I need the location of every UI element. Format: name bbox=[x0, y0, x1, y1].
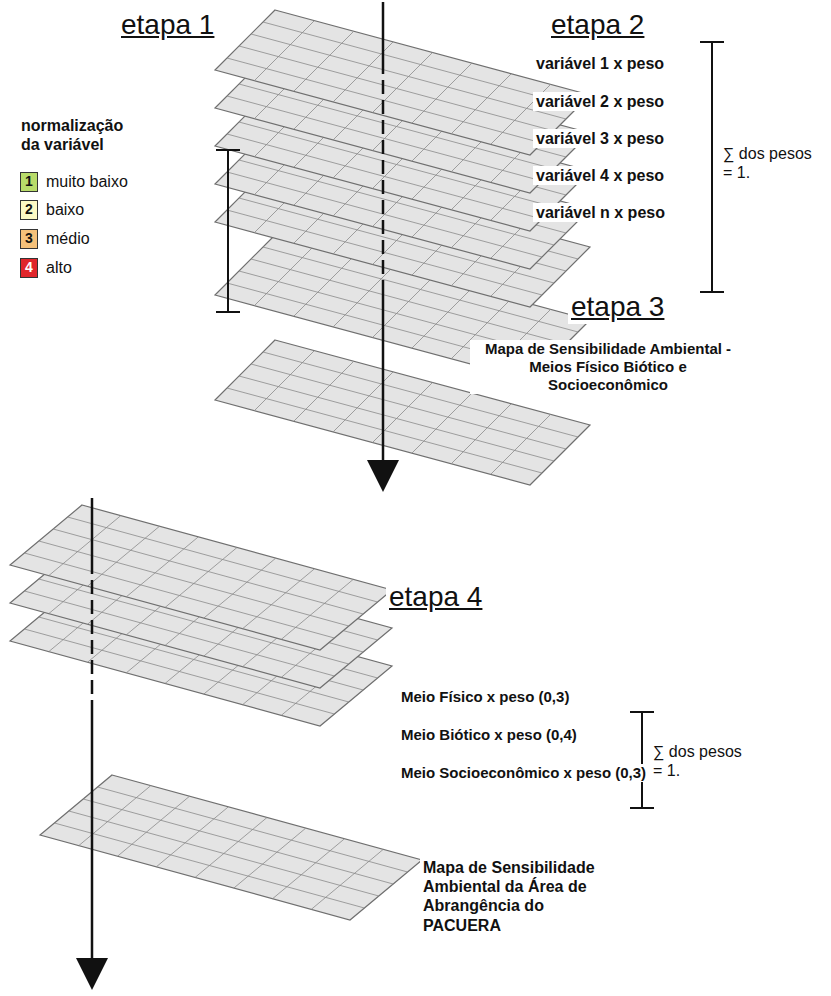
bracket bbox=[216, 150, 228, 312]
grid-line bbox=[24, 553, 334, 638]
step-label: Meio Biótico x peso (0,4) bbox=[398, 726, 580, 744]
grid-line bbox=[251, 34, 566, 119]
grid-layer bbox=[10, 505, 392, 650]
grid-line bbox=[311, 849, 383, 909]
grid-line bbox=[98, 787, 408, 872]
grid-line bbox=[491, 414, 551, 474]
level-number: 1 bbox=[20, 173, 38, 190]
grid-line bbox=[373, 53, 433, 113]
grid-line bbox=[412, 393, 472, 453]
step-label: variável 4 x peso bbox=[533, 166, 667, 185]
step-label: Meio Socioeconômico x peso (0,3) bbox=[398, 764, 649, 782]
grid-line bbox=[373, 278, 433, 338]
grid-line bbox=[239, 46, 554, 131]
grid-line bbox=[54, 823, 364, 908]
legend-text: médio bbox=[44, 230, 92, 248]
arrow-head bbox=[367, 460, 399, 492]
grid-line bbox=[294, 256, 354, 316]
arrow-shaft bbox=[91, 498, 94, 560]
grid-line bbox=[126, 537, 198, 597]
grid-line bbox=[79, 786, 151, 846]
grid-line bbox=[195, 818, 267, 878]
arrow-dashed bbox=[91, 560, 94, 700]
grid-plane bbox=[40, 775, 422, 920]
bracket bbox=[630, 712, 642, 808]
grid-line bbox=[69, 811, 379, 896]
grid-line bbox=[204, 558, 276, 618]
grid-line bbox=[254, 246, 314, 306]
arrow-shaft bbox=[91, 700, 94, 962]
legend-text: muito baixo bbox=[44, 173, 130, 191]
grid-line bbox=[53, 529, 363, 614]
grid-line bbox=[83, 799, 393, 884]
step-label: Mapa de Sensibilidade Ambiental - Meios … bbox=[470, 340, 746, 394]
grid-line bbox=[254, 351, 314, 411]
arrow-dashed bbox=[382, 60, 385, 290]
grid-line bbox=[294, 31, 354, 91]
step-label: variável 2 x peso bbox=[533, 92, 667, 111]
step-label: Meio Físico x peso (0,3) bbox=[398, 688, 572, 706]
stage-title: etapa 4 bbox=[386, 580, 485, 614]
grid-line bbox=[294, 361, 354, 421]
grid-line bbox=[263, 22, 578, 107]
grid-line bbox=[412, 63, 472, 123]
grid-line bbox=[273, 839, 345, 899]
arrow-shaft bbox=[382, 290, 385, 464]
grid-line bbox=[39, 541, 349, 626]
grid-layer bbox=[40, 775, 422, 920]
level-number: 2 bbox=[20, 201, 38, 218]
flow-arrow bbox=[367, 2, 399, 492]
grid-line bbox=[451, 404, 511, 464]
bracket bbox=[700, 42, 712, 292]
grid-line bbox=[451, 74, 511, 134]
stage-title: etapa 1 bbox=[118, 8, 217, 42]
level-number: 4 bbox=[20, 259, 38, 276]
stage-title: etapa 2 bbox=[548, 8, 647, 42]
grid-line bbox=[156, 807, 228, 867]
arrow-shaft bbox=[382, 2, 385, 60]
legend-text: alto bbox=[44, 259, 74, 277]
legend-text: baixo bbox=[44, 201, 86, 219]
grid-line bbox=[49, 516, 121, 576]
grid-line bbox=[118, 796, 190, 856]
arrow-head bbox=[76, 958, 108, 990]
grid-line bbox=[227, 58, 542, 143]
grid-line bbox=[254, 21, 314, 81]
step-label: ∑ dos pesos = 1. bbox=[720, 144, 826, 182]
grid-line bbox=[243, 569, 315, 629]
grid-line bbox=[165, 548, 237, 608]
legend-entry: muito baixo bbox=[20, 172, 130, 192]
step-label: variável 1 x peso bbox=[533, 54, 667, 73]
grid-line bbox=[234, 828, 306, 888]
step-label: ∑ dos pesos = 1. bbox=[650, 742, 756, 780]
step-label: variável 3 x peso bbox=[533, 129, 667, 148]
grid-plane bbox=[10, 505, 392, 650]
level-number: 3 bbox=[20, 230, 38, 247]
flow-arrow bbox=[76, 498, 108, 990]
stage-title: etapa 3 bbox=[568, 290, 667, 324]
grid-line bbox=[373, 383, 433, 443]
step-label: variável n x peso bbox=[533, 203, 668, 222]
grid-line bbox=[88, 526, 160, 586]
grid-line bbox=[281, 579, 353, 639]
grid-line bbox=[412, 288, 472, 348]
step-label: Mapa de Sensibilidade Ambiental da Área … bbox=[420, 858, 616, 935]
bracket bbox=[228, 150, 240, 312]
step-label: normalização da variável bbox=[18, 116, 144, 154]
grid-line bbox=[68, 517, 378, 602]
